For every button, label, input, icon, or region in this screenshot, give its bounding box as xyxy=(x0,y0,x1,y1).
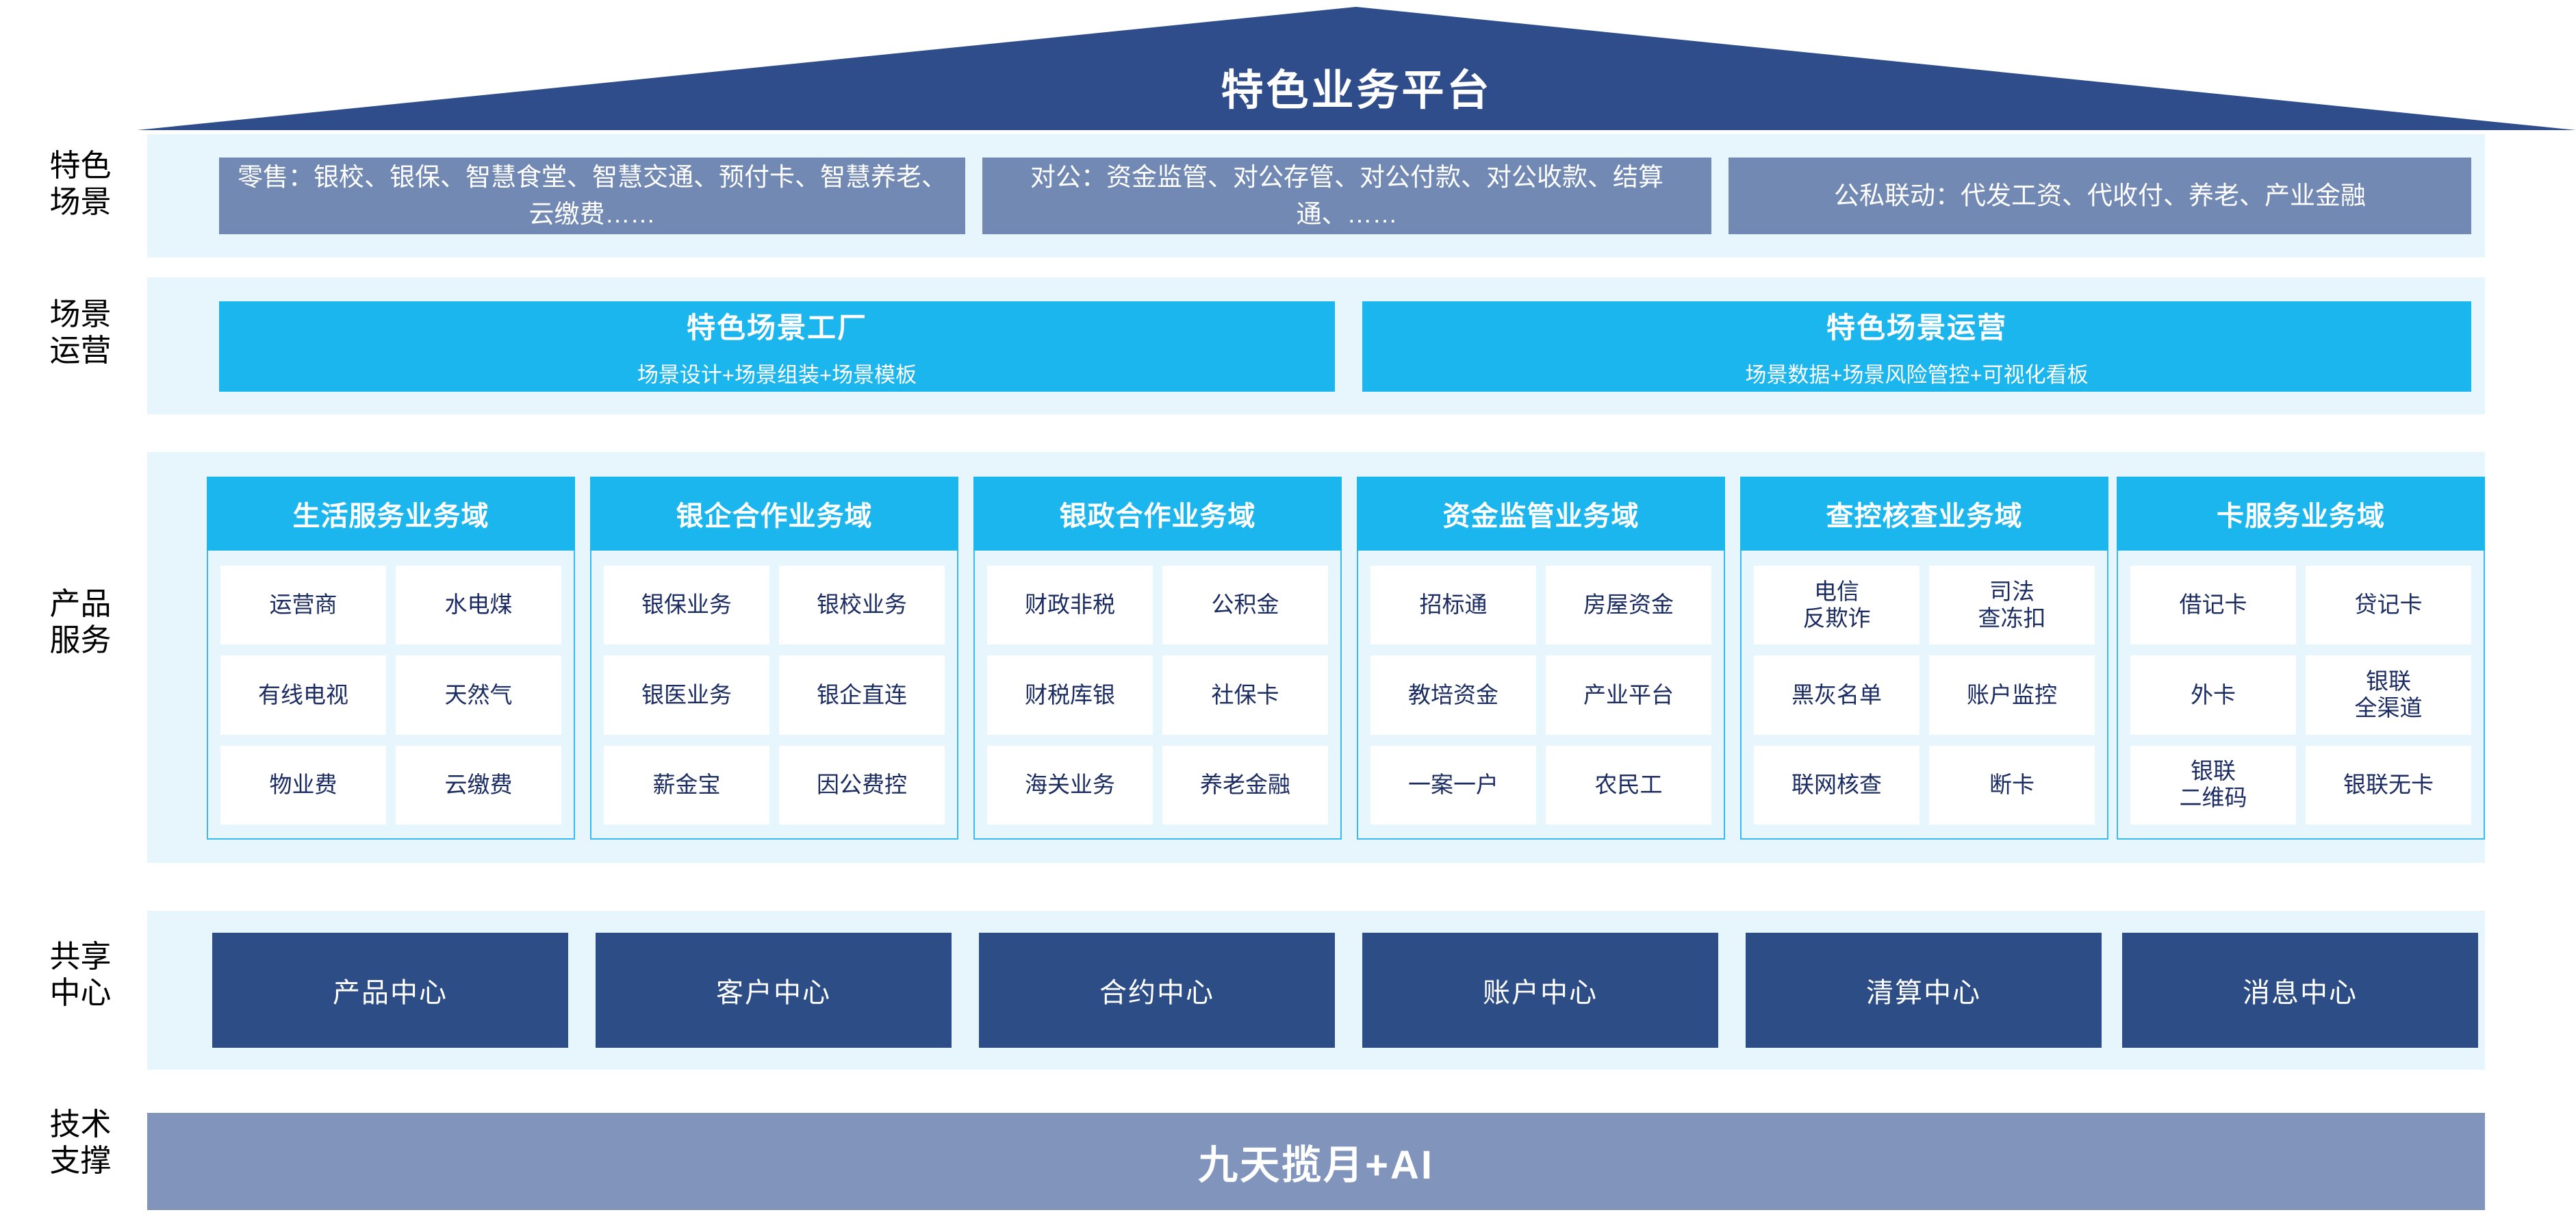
operation-title-scene-factory: 特色场景工厂 xyxy=(686,312,867,344)
shared-center-contract[interactable]: 合约中心 xyxy=(979,933,1335,1048)
domain-column-life-service: 生活服务业务域 运营商 水电煤 有线电视 天然气 物业费 云缴费 xyxy=(207,477,575,840)
domain-cell[interactable]: 公积金 xyxy=(1162,566,1328,645)
domain-header-life-service: 生活服务业务域 xyxy=(207,477,575,551)
shared-center-account[interactable]: 账户中心 xyxy=(1362,933,1718,1048)
domain-cell[interactable]: 海关业务 xyxy=(987,745,1153,825)
domain-cell[interactable]: 银校业务 xyxy=(779,566,945,645)
domain-cell[interactable]: 银医业务 xyxy=(604,655,769,735)
domain-cell[interactable]: 云缴费 xyxy=(396,745,561,825)
domain-grid-investigation-control: 电信 反欺诈 司法 查冻扣 黑灰名单 账户监控 联网核查 断卡 xyxy=(1742,552,2107,838)
domain-cell[interactable]: 黑灰名单 xyxy=(1754,655,1920,735)
shared-center-clearing[interactable]: 清算中心 xyxy=(1746,933,2102,1048)
domain-cell[interactable]: 借记卡 xyxy=(2130,566,2296,645)
domain-header-bank-government: 银政合作业务域 xyxy=(973,477,1342,551)
roof-shape xyxy=(137,7,2576,130)
domain-cell[interactable]: 账户监控 xyxy=(1929,655,2095,735)
operation-subtitle-scene-operation: 场景数据+场景风险管控+可视化看板 xyxy=(1745,363,2089,387)
domain-cell[interactable]: 有线电视 xyxy=(220,655,386,735)
shared-center-message[interactable]: 消息中心 xyxy=(2122,933,2478,1048)
domain-grid-bank-enterprise: 银保业务 银校业务 银医业务 银企直连 薪金宝 因公费控 xyxy=(591,552,957,838)
domain-column-card-service: 卡服务业务域 借记卡 贷记卡 外卡 银联 全渠道 银联 二维码 银联无卡 xyxy=(2117,477,2485,840)
domain-grid-life-service: 运营商 水电煤 有线电视 天然气 物业费 云缴费 xyxy=(208,552,574,838)
domain-cell[interactable]: 联网核查 xyxy=(1754,745,1920,825)
domain-cell[interactable]: 外卡 xyxy=(2130,655,2296,735)
page-title: 特色业务平台 xyxy=(1221,67,1492,114)
domain-grid-bank-government: 财政非税 公积金 财税库银 社保卡 海关业务 养老金融 xyxy=(975,552,1340,838)
domain-column-bank-government: 银政合作业务域 财政非税 公积金 财税库银 社保卡 海关业务 养老金融 xyxy=(973,477,1342,840)
operation-subtitle-scene-factory: 场景设计+场景组装+场景模板 xyxy=(637,363,917,387)
operation-card-scene-operation: 特色场景运营 场景数据+场景风险管控+可视化看板 xyxy=(1362,301,2471,392)
domain-cell[interactable]: 一案一户 xyxy=(1370,745,1536,825)
domain-column-investigation-control: 查控核查业务域 电信 反欺诈 司法 查冻扣 黑灰名单 账户监控 联网核查 断卡 xyxy=(1740,477,2108,840)
domain-cell[interactable]: 运营商 xyxy=(220,566,386,645)
domain-header-bank-enterprise: 银企合作业务域 xyxy=(590,477,958,551)
domain-column-bank-enterprise: 银企合作业务域 银保业务 银校业务 银医业务 银企直连 薪金宝 因公费控 xyxy=(590,477,958,840)
operation-title-scene-operation: 特色场景运营 xyxy=(1826,312,2007,344)
operation-card-scene-factory: 特色场景工厂 场景设计+场景组装+场景模板 xyxy=(219,301,1335,392)
domain-cell[interactable]: 断卡 xyxy=(1929,745,2095,825)
scene-box-corporate: 对公：资金监管、对公存管、对公付款、对公收款、结算通、…… xyxy=(982,158,1711,234)
domain-cell[interactable]: 银联 全渠道 xyxy=(2306,655,2471,735)
domain-cell[interactable]: 贷记卡 xyxy=(2306,566,2471,645)
shared-center-customer[interactable]: 客户中心 xyxy=(596,933,952,1048)
domain-cell[interactable]: 天然气 xyxy=(396,655,561,735)
domain-cell[interactable]: 财税库银 xyxy=(987,655,1153,735)
domain-cell[interactable]: 社保卡 xyxy=(1162,655,1328,735)
domain-cell[interactable]: 招标通 xyxy=(1370,566,1536,645)
row-label-scene-operation: 场景 运营 xyxy=(49,297,112,368)
shared-center-product[interactable]: 产品中心 xyxy=(212,933,568,1048)
domain-column-fund-supervision: 资金监管业务域 招标通 房屋资金 教培资金 产业平台 一案一户 农民工 xyxy=(1357,477,1725,840)
domain-cell[interactable]: 产业平台 xyxy=(1546,655,1711,735)
row-label-tech-support: 技术 支撑 xyxy=(49,1107,112,1179)
tech-support-bar: 九天揽月+AI xyxy=(147,1113,2485,1210)
domain-cell[interactable]: 养老金融 xyxy=(1162,745,1328,825)
domain-grid-fund-supervision: 招标通 房屋资金 教培资金 产业平台 一案一户 农民工 xyxy=(1358,552,1724,838)
domain-cell[interactable]: 电信 反欺诈 xyxy=(1754,566,1920,645)
scene-box-retail: 零售：银校、银保、智慧食堂、智慧交通、预付卡、智慧养老、云缴费…… xyxy=(219,158,965,234)
domain-cell[interactable]: 因公费控 xyxy=(779,745,945,825)
domain-cell[interactable]: 水电煤 xyxy=(396,566,561,645)
roof-banner: 特色业务平台 xyxy=(137,7,2576,130)
domain-header-fund-supervision: 资金监管业务域 xyxy=(1357,477,1725,551)
domain-cell[interactable]: 银企直连 xyxy=(779,655,945,735)
row-label-shared-center: 共享 中心 xyxy=(49,939,112,1011)
domain-cell[interactable]: 薪金宝 xyxy=(604,745,769,825)
scene-box-public-private: 公私联动：代发工资、代收付、养老、产业金融 xyxy=(1729,158,2471,234)
domain-header-investigation-control: 查控核查业务域 xyxy=(1740,477,2108,551)
domain-header-card-service: 卡服务业务域 xyxy=(2117,477,2485,551)
domain-cell[interactable]: 财政非税 xyxy=(987,566,1153,645)
domain-cell[interactable]: 农民工 xyxy=(1546,745,1711,825)
domain-cell[interactable]: 教培资金 xyxy=(1370,655,1536,735)
domain-cell[interactable]: 银保业务 xyxy=(604,566,769,645)
row-label-featured-scene: 特色 场景 xyxy=(49,148,112,220)
domain-cell[interactable]: 银联无卡 xyxy=(2306,745,2471,825)
domain-cell[interactable]: 物业费 xyxy=(220,745,386,825)
domain-cell[interactable]: 房屋资金 xyxy=(1546,566,1711,645)
row-label-product-service: 产品 服务 xyxy=(49,586,112,658)
domain-cell[interactable]: 司法 查冻扣 xyxy=(1929,566,2095,645)
domain-cell[interactable]: 银联 二维码 xyxy=(2130,745,2296,825)
domain-grid-card-service: 借记卡 贷记卡 外卡 银联 全渠道 银联 二维码 银联无卡 xyxy=(2118,552,2484,838)
